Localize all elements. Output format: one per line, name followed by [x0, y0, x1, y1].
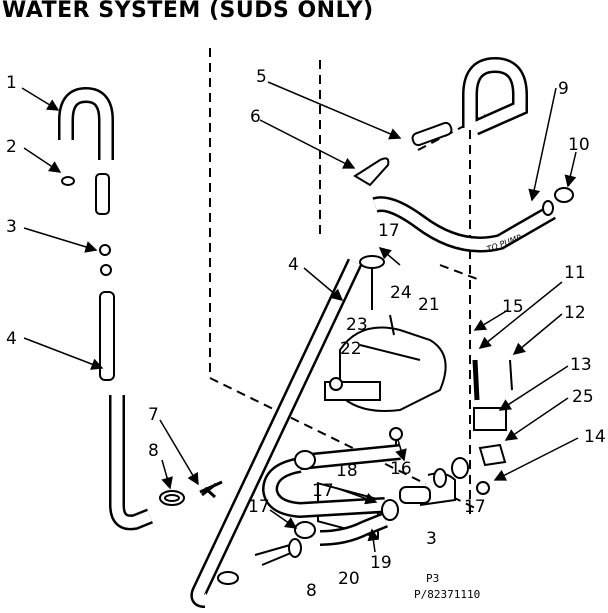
tube-5 — [411, 121, 453, 147]
callout-17-mid: 17 — [312, 481, 334, 501]
callout-2: 2 — [6, 137, 17, 157]
callout-8-left: 8 — [148, 441, 159, 461]
callout-18: 18 — [336, 461, 358, 481]
callout-21: 21 — [418, 295, 440, 315]
callout-23: 23 — [346, 315, 368, 335]
callout-14: 14 — [584, 427, 606, 447]
callout-6: 6 — [250, 107, 261, 127]
screw-7 — [199, 480, 223, 499]
callout-13: 13 — [570, 355, 592, 375]
part-code: P/82371110 — [414, 588, 480, 601]
left-hose-assembly — [58, 86, 153, 531]
hose-4-upper — [99, 291, 115, 381]
page-title: WATER SYSTEM (SUDS ONLY) — [2, 0, 374, 23]
callout-7: 7 — [148, 405, 159, 425]
callout-8-lower: 8 — [306, 581, 317, 601]
callout-4-center: 4 — [288, 255, 299, 275]
callout-24: 24 — [390, 283, 412, 303]
page-ref: P3 — [426, 572, 439, 585]
upper-hoses — [353, 56, 574, 253]
lower-hoses — [254, 444, 401, 566]
callout-15: 15 — [502, 297, 524, 317]
callout-4-left: 4 — [6, 329, 17, 349]
callout-10: 10 — [568, 135, 590, 155]
mixing-valve — [317, 255, 513, 539]
clamp-8-left — [159, 490, 185, 506]
callout-numbers: 1 2 3 4 5 6 7 8 9 10 4 17 11 12 13 14 15… — [6, 67, 606, 601]
callout-3-lower: 3 — [426, 529, 437, 549]
clamp-2 — [61, 176, 75, 186]
leader-lines — [21, 81, 579, 553]
clamp-3-upper — [99, 244, 111, 256]
lower-left-parts — [159, 480, 223, 506]
callout-3: 3 — [6, 217, 17, 237]
clamp-3-lower — [100, 264, 112, 276]
callout-17-right: 17 — [464, 497, 486, 517]
callout-5: 5 — [256, 67, 267, 87]
connector-tube — [95, 173, 110, 215]
fill-hose-center — [190, 258, 363, 608]
callout-11: 11 — [564, 263, 586, 283]
callout-9: 9 — [558, 79, 569, 99]
callout-25: 25 — [572, 387, 594, 407]
callout-19: 19 — [370, 553, 392, 573]
callout-12: 12 — [564, 303, 586, 323]
callout-17-top: 17 — [378, 221, 400, 241]
callout-16: 16 — [390, 459, 412, 479]
clamp-10 — [554, 187, 574, 203]
callout-22: 22 — [340, 339, 362, 359]
callout-20: 20 — [338, 569, 360, 589]
callout-1: 1 — [6, 73, 17, 93]
nozzle-6 — [353, 157, 390, 187]
callout-17-left: 17 — [248, 497, 270, 517]
